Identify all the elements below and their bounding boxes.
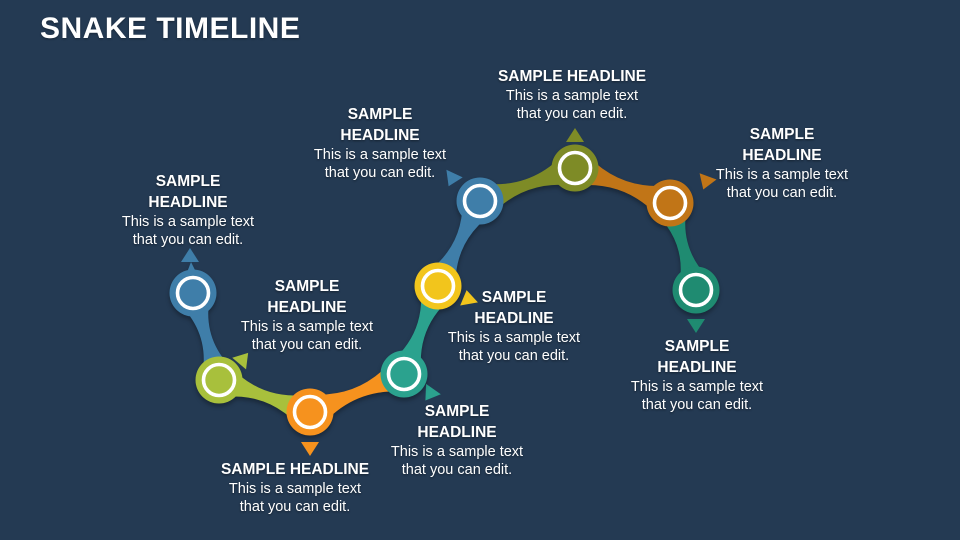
node-ring-8 [652,185,688,221]
timeline-label-1: SAMPLE HEADLINE This is a sample text th… [122,171,254,249]
item-body: This is a sample text that you can edit. [228,481,362,515]
pointer-triangle-6 [446,169,463,187]
item-body: This is a sample text that you can edit. [121,214,255,248]
item-body: This is a sample text that you can edit. [240,319,374,353]
item-headline: SAMPLE HEADLINE [474,289,554,327]
item-headline: SAMPLE HEADLINE [148,173,228,211]
item-body: This is a sample text that you can edit. [390,444,524,478]
timeline-label-7: SAMPLE HEADLINE This is a sample text th… [498,66,646,123]
node-ring-3 [292,394,328,430]
timeline-label-8: SAMPLE HEADLINE This is a sample text th… [716,124,848,202]
pointer-triangle-1 [181,248,199,262]
item-headline: SAMPLE HEADLINE [497,68,647,85]
item-headline: SAMPLE HEADLINE [417,403,497,441]
timeline-label-5: SAMPLE HEADLINE This is a sample text th… [448,287,580,365]
pointer-triangle-8 [699,173,717,190]
pointer-triangle-5 [460,290,478,306]
node-ring-9 [678,272,714,308]
snake-body [169,144,720,436]
node-ring-1 [175,275,211,311]
item-headline: SAMPLE HEADLINE [220,461,370,478]
pointer-triangle-3 [301,442,319,456]
pointer-triangle-4 [425,383,441,401]
node-ring-5 [420,268,456,304]
timeline-label-4: SAMPLE HEADLINE This is a sample text th… [391,401,523,479]
pointer-triangle-7 [566,128,584,142]
timeline-label-3: SAMPLE HEADLINE This is a sample text th… [221,459,369,516]
node-ring-6 [462,183,498,219]
page-title: SNAKE TIMELINE [40,12,301,45]
pointer-triangle-2 [232,352,249,370]
item-headline: SAMPLE HEADLINE [657,338,737,376]
timeline-label-9: SAMPLE HEADLINE This is a sample text th… [631,336,763,414]
item-body: This is a sample text that you can edit. [313,147,447,181]
item-body: This is a sample text that you can edit. [505,88,639,122]
item-body: This is a sample text that you can edit. [447,330,581,364]
pointer-triangles [181,128,717,456]
node-ring-2 [201,362,237,398]
timeline-label-6: SAMPLE HEADLINE This is a sample text th… [314,104,446,182]
item-body: This is a sample text that you can edit. [715,167,849,201]
timeline-label-2: SAMPLE HEADLINE This is a sample text th… [241,276,373,354]
item-headline: SAMPLE HEADLINE [340,106,420,144]
item-body: This is a sample text that you can edit. [630,379,764,413]
pointer-triangle-9 [687,319,705,333]
item-headline: SAMPLE HEADLINE [742,126,822,164]
item-headline: SAMPLE HEADLINE [267,278,347,316]
node-ring-7 [557,150,593,186]
node-ring-4 [386,356,422,392]
